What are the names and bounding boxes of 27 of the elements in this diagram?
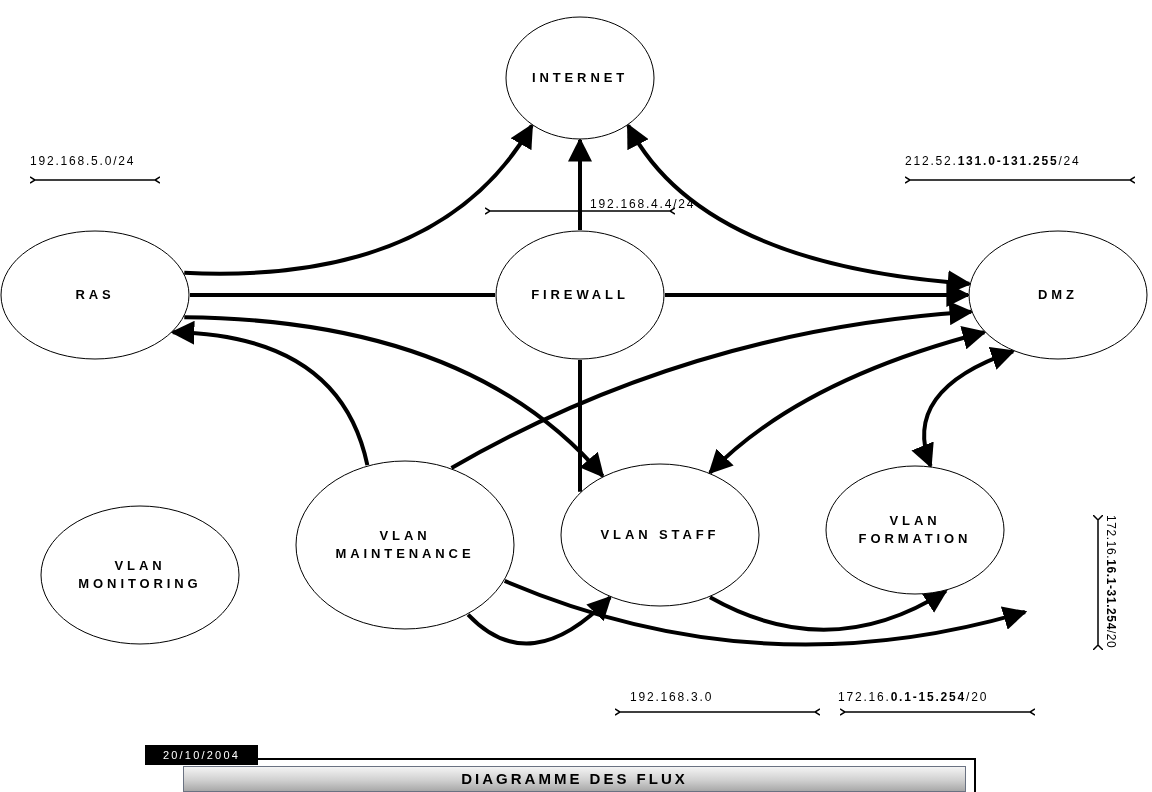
node-label: RAS	[75, 286, 115, 304]
node-label: VLAN STAFF	[600, 526, 720, 544]
arrow	[466, 595, 612, 646]
network-range-label: 172.16.16.1-31.254/20	[1103, 515, 1119, 649]
arrow	[184, 123, 534, 276]
arrow	[665, 283, 971, 307]
arrow	[450, 301, 974, 470]
date-tab: 20/10/2004	[145, 745, 258, 765]
node-label: VLAN MONITORING	[77, 557, 203, 593]
node-label: VLAN FORMATION	[857, 512, 973, 548]
arrow	[503, 579, 1028, 647]
arrow	[184, 315, 605, 478]
arrow	[709, 589, 948, 632]
arrow	[708, 326, 987, 475]
node-label: INTERNET	[531, 69, 629, 87]
arrow	[912, 347, 1016, 469]
node-label: FIREWALL	[531, 286, 629, 304]
network-range-label: 212.52.131.0-131.255/24	[905, 153, 1081, 170]
network-range-label: 192.168.3.0	[630, 689, 714, 706]
network-range-label: 192.168.5.0/24	[30, 153, 136, 170]
arrow	[568, 137, 592, 230]
title-banner: DIAGRAMME DES FLUX	[183, 766, 966, 792]
node-label: DMZ	[1038, 286, 1078, 304]
node-label: VLAN MAINTENANCE	[334, 527, 476, 563]
network-range-label: 192.168.4.4/24	[590, 196, 696, 213]
network-range-label: 172.16.0.1-15.254/20	[838, 689, 989, 706]
arrow	[170, 321, 370, 466]
